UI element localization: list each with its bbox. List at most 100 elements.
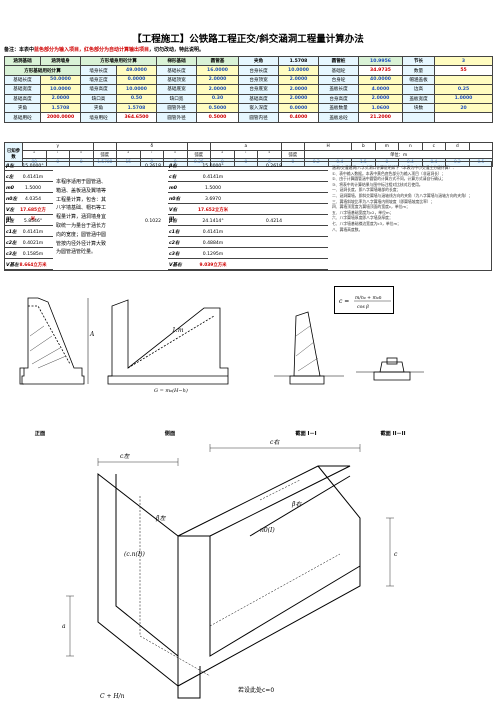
known-subheader-cell: " — [69, 150, 94, 159]
param-label: 墙身正度 — [80, 74, 117, 86]
param-input[interactable]: 0.5000 — [196, 102, 240, 114]
note-line-item: ②、由于计算圆管涵中圆管的计算方式不同，计算方式请自行确认； — [332, 176, 446, 182]
calc-label: c左 — [6, 175, 14, 180]
param-input[interactable]: 40.0000 — [358, 74, 404, 86]
known-value-cell[interactable]: 1.5 — [351, 158, 376, 167]
param-label: 台身顶宽 — [238, 74, 280, 86]
known-value-cell[interactable]: 0 — [257, 158, 282, 167]
note-line-item: 二、涵洞翼墙，即斜交翼墙与涵轴线方向的夹角（为八字翼墙与涵轴方向的夹角）； — [332, 192, 473, 198]
calc-label: V右III — [169, 208, 178, 223]
param-input[interactable]: 2.0000 — [40, 93, 81, 104]
known-value-cell[interactable]: 0.5 — [468, 158, 494, 167]
known-value-cell[interactable]: 0.2 — [445, 158, 470, 167]
param-input[interactable]: 4.0000 — [358, 84, 404, 95]
param-input[interactable]: 20 — [434, 102, 494, 114]
param-input[interactable]: 10.0000 — [278, 65, 320, 76]
calc-label: c2左 — [6, 241, 17, 246]
known-value-cell[interactable]: 0.4 — [398, 158, 423, 167]
parameter-table: 涵洞基础 涵洞墙身 方形墙身用砼计算 梯形基础 圆管基 夹角 1.5708 圆管… — [4, 55, 494, 123]
param-input[interactable]: 16.0000 — [196, 65, 240, 76]
calc-value: 0.4141m — [22, 230, 44, 235]
param-label — [402, 112, 436, 123]
caption-section-1: 截面 I－I — [295, 431, 317, 437]
calc-label: n0左 — [6, 197, 18, 202]
param-input[interactable]: 2.0000 — [278, 93, 320, 104]
param-header-row: 涵洞基础 涵洞墙身 方形墙身用砼计算 梯形基础 圆管基 夹角 1.5708 圆管… — [4, 55, 494, 67]
note-line-item: 三、翼墙斜坡比率为八字翼墙内侧坡度（即翼墙坡度比率）； — [332, 198, 435, 204]
param-label: 数量 — [402, 65, 436, 76]
known-subheader-cell: 弧度 — [92, 150, 118, 159]
calc-value: 0.4884m — [202, 241, 224, 246]
param-input[interactable]: 1.5708 — [115, 102, 158, 114]
known-value-cell[interactable]: 0 — [163, 158, 188, 167]
param-label: 夹角 — [4, 102, 41, 114]
param-input[interactable]: 1.0600 — [358, 102, 404, 114]
known-value-cell[interactable]: 0.4 — [327, 158, 353, 167]
note-highlight: 蓝色部分为输入项目，红色部分为自动计算输出项目 — [34, 47, 150, 53]
param-label: 基础砼 — [318, 65, 360, 76]
param-label: 缺口宽 — [156, 93, 198, 104]
svg-text:c右: c右 — [270, 438, 280, 446]
calc-value: 17.652立方米 — [197, 208, 229, 213]
known-value-cell[interactable]: 0 — [374, 158, 400, 167]
calc-value: 0.4141m — [202, 175, 224, 180]
param-input[interactable]: 50.0000 — [40, 74, 81, 86]
param-label: 墙身长度 — [80, 65, 117, 76]
svg-text:a: a — [62, 623, 66, 630]
calc-row: c3右 0.1295m — [168, 250, 328, 260]
calc-value: 0.4141m — [202, 230, 224, 235]
known-value-cell[interactable]: 0 — [280, 158, 306, 167]
svg-text:β右: β右 — [291, 500, 302, 508]
note-line-item: 四、翼墙顶宽度为翼墙顶面的宽度c，单位m； — [332, 204, 410, 210]
param-input[interactable]: 2.0000 — [196, 84, 240, 95]
param-input[interactable]: 1.0000 — [434, 93, 494, 104]
param-input[interactable]: 2.0000 — [278, 84, 320, 95]
note-line-item: 涵洞/交通涵洞/八字式洞口计算说明如下（本表为中小交通土分级计算）： — [332, 165, 457, 170]
calc-label: c3右 — [169, 252, 180, 257]
note-line-item: 六、八字翼墙厚度即八字墙身厚度； — [332, 215, 393, 221]
notes-block: 涵洞/交通涵洞/八字式洞口计算说明如下（本表为中小交通土分级计算）：①、表中输入… — [332, 165, 492, 232]
param-input[interactable]: 2.0000 — [196, 74, 240, 86]
known-subheader-cell: ' — [139, 150, 165, 159]
param-input[interactable]: 0.50 — [115, 93, 158, 104]
param-input[interactable]: 10.0000 — [115, 84, 158, 95]
param-input[interactable]: 0.30 — [196, 93, 240, 104]
known-value-cell[interactable]: 0 — [69, 158, 94, 167]
param-input[interactable]: 10.0000 — [40, 84, 81, 95]
svg-text:β左: β左 — [155, 514, 166, 522]
svg-text:G = m₀(H−h): G = m₀(H−h) — [154, 387, 188, 394]
param-input[interactable]: 0.0000 — [115, 74, 158, 86]
param-label: 缺口高 — [80, 93, 117, 104]
calc-value: 0.1295m — [202, 252, 224, 257]
calc-label: V基左 — [6, 263, 19, 268]
param-input[interactable]: 49.0000 — [115, 65, 158, 76]
param-input[interactable] — [434, 74, 494, 86]
param-input[interactable]: 2.0000 — [358, 93, 404, 104]
param-output: 364.6500 — [115, 112, 158, 123]
known-subheader-cell: 弧度 — [186, 150, 212, 159]
param-input[interactable]: 1.5708 — [40, 102, 81, 114]
formula-box: c = m/n₀ + m₀n cos β — [334, 286, 394, 314]
svg-text:c左: c左 — [120, 452, 130, 460]
param-label: 方形基础用砼计算 — [4, 65, 81, 76]
known-subheader-cell: ° — [210, 150, 235, 159]
param-input[interactable]: 2.0000 — [278, 74, 320, 86]
known-subheader-cell: ° — [22, 150, 47, 159]
calc-label: β右 — [169, 164, 177, 169]
param-input[interactable]: 0.25 — [434, 84, 494, 95]
calc-label: β左 — [6, 219, 14, 224]
svg-text:m/n₀ + m₀n: m/n₀ + m₀n — [355, 295, 382, 301]
param-input[interactable]: 0.0000 — [278, 102, 320, 114]
caption-side: 侧面 — [164, 431, 176, 437]
known-value-cell[interactable]: 1.5708 — [92, 158, 118, 167]
known-value-cell[interactable]: 0.4 — [421, 158, 447, 167]
known-subheader-cell: " — [163, 150, 188, 159]
